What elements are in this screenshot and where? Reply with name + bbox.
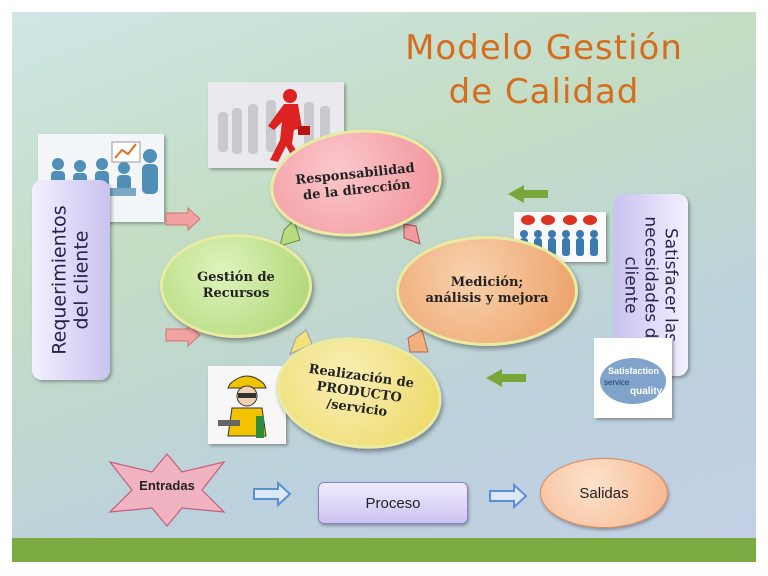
engineer-image	[208, 366, 286, 444]
slide: Modelo Gestión de Calidad	[12, 12, 756, 562]
entradas-star	[108, 453, 226, 527]
proceso-label: Proceso	[365, 494, 421, 512]
arrow-medicion-to-realizacion	[407, 329, 429, 353]
bottom-bar	[12, 538, 756, 562]
recursos-line-1: Gestión de	[197, 270, 275, 285]
medicion-line-2: análisis y mejora	[425, 291, 549, 306]
cycle-arrows	[165, 185, 548, 510]
blue-arrow-2	[489, 482, 528, 510]
page-title: Modelo Gestión de Calidad	[364, 26, 724, 114]
title-line-1: Modelo Gestión	[405, 28, 683, 68]
quality-word: quality	[630, 386, 663, 397]
requerimientos-box: Requerimientos del cliente	[32, 180, 110, 380]
medicion-ellipse: Medición; análisis y mejora	[396, 236, 578, 346]
engineer-illustration	[208, 366, 286, 444]
medicion-line-1: Medición;	[450, 275, 524, 290]
businessman-image	[208, 82, 344, 168]
green-arrow-top	[508, 185, 548, 203]
recursos-line-2: Recursos	[202, 286, 270, 301]
entradas-label: Entradas	[139, 478, 195, 493]
pink-arrow-top	[165, 206, 201, 232]
arrow-responsabilidad-to-medicion	[403, 223, 421, 245]
blue-arrow-1	[253, 480, 292, 508]
salidas-ellipse: Salidas	[540, 458, 668, 528]
salidas-label: Salidas	[579, 484, 629, 502]
proceso-box: Proceso	[318, 482, 468, 524]
satisfaction-image: Satisfaction service quality	[594, 338, 672, 418]
green-arrow-bottom	[486, 369, 526, 387]
satisfaction-word: Satisfaction	[608, 366, 660, 376]
arrow-recursos-to-responsabilidad	[279, 219, 301, 247]
title-line-2: de Calidad	[448, 72, 640, 112]
recursos-ellipse: Gestión de Recursos	[160, 234, 312, 338]
satisfaction-cloud	[600, 358, 666, 404]
service-word: service	[604, 378, 630, 387]
pink-arrow-bottom	[165, 322, 201, 348]
